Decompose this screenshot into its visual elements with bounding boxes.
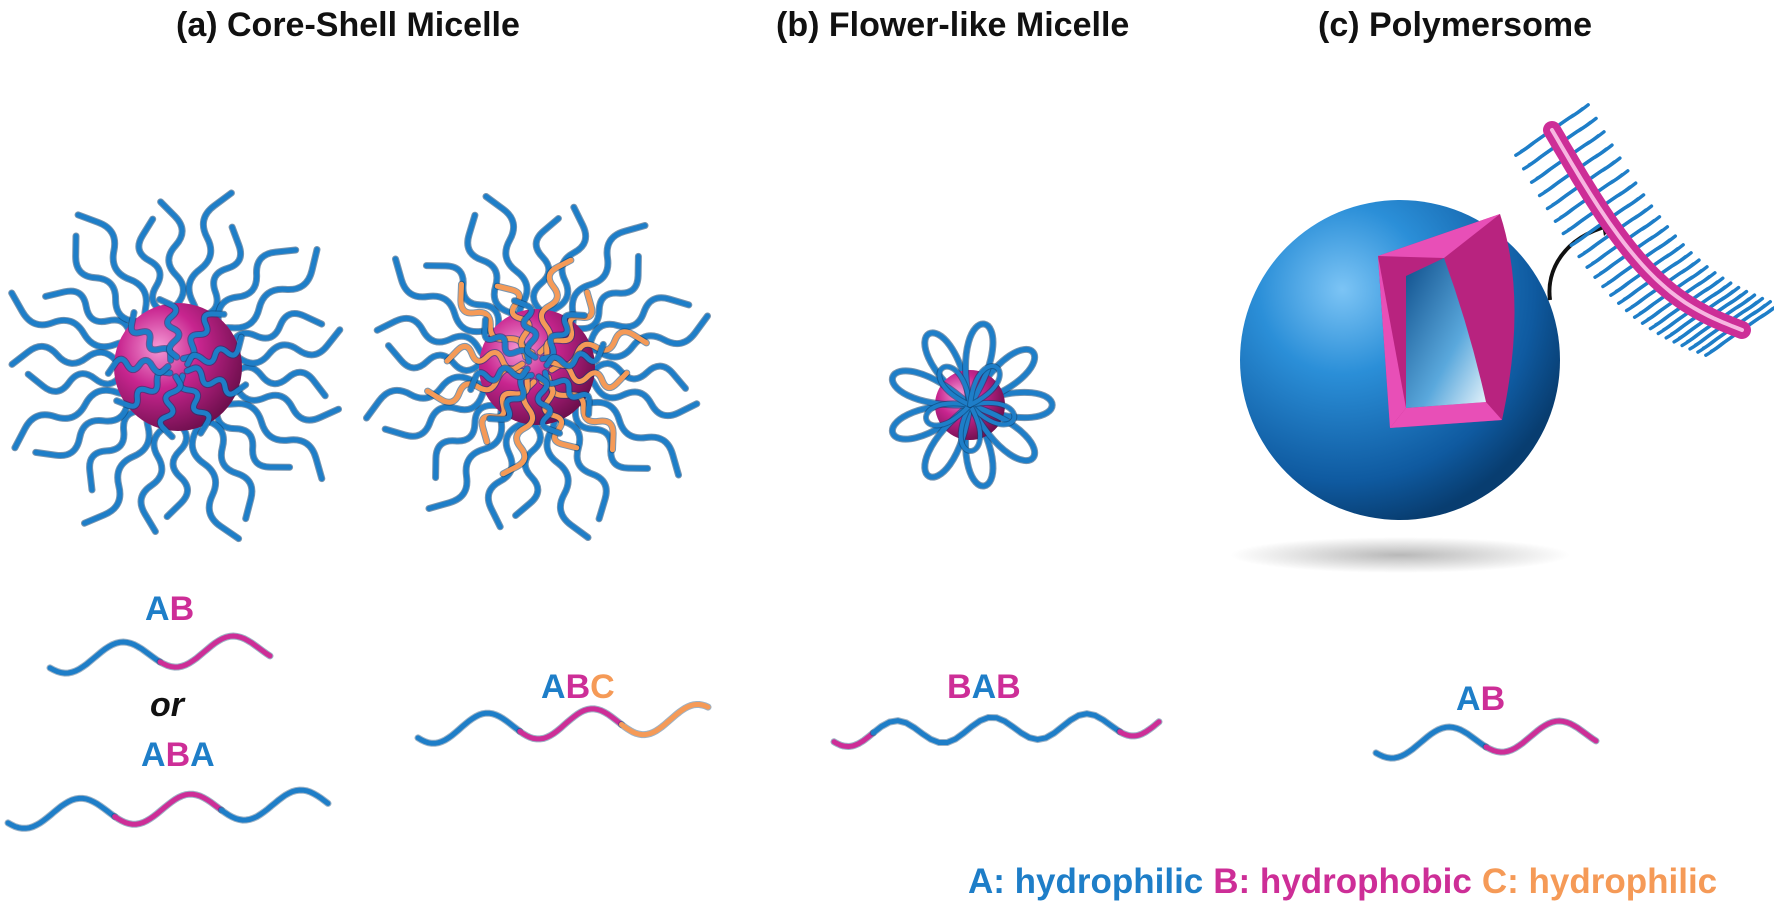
legend-item-a: A: hydrophilic	[968, 862, 1204, 901]
bilayer-hydrophilic-chain	[1653, 251, 1693, 280]
chain-ab-right	[1372, 717, 1600, 762]
hydrophilic-c-chain	[444, 343, 525, 373]
bilayer-hydrophilic-chain	[1661, 258, 1701, 287]
block-b: B	[996, 668, 1021, 706]
bilayer-hydrophilic-chain	[1621, 215, 1662, 244]
label-ab-right: AB	[1456, 680, 1505, 719]
label-ab-left: AB	[145, 590, 194, 629]
block-b-segment	[1117, 719, 1162, 739]
bilayer-hydrophilic-chain	[1550, 103, 1590, 132]
block-b: B	[947, 668, 972, 706]
block-a: A	[145, 590, 170, 628]
bilayer-hydrophilic-chain	[1669, 265, 1709, 294]
block-b-segment	[157, 633, 273, 670]
hydrophilic-c-chain	[548, 329, 649, 368]
hydrophilic-corona-chain	[185, 334, 244, 367]
bilayer-hydrophobic-core	[1543, 121, 1751, 339]
legend-item-b: B: hydrophobic	[1213, 862, 1472, 901]
block-a-segment	[5, 795, 118, 831]
block-a: A	[1456, 680, 1481, 718]
label-aba: ABA	[141, 736, 215, 775]
block-a: A	[141, 736, 166, 774]
bilayer-hydrophilic-chain	[1605, 193, 1646, 222]
title-polymersome: (c) Polymersome	[1318, 6, 1592, 44]
bilayer-hydrophilic-chain	[1637, 234, 1677, 263]
bilayer-membrane-zoom	[1514, 103, 1774, 357]
block-a: A	[190, 736, 215, 774]
core-shell-micelle-ab	[8, 189, 344, 543]
label-abc: ABC	[541, 668, 615, 707]
hydrophilic-loop	[968, 401, 1017, 427]
hydrophobic-core	[479, 309, 595, 425]
block-b: B	[169, 590, 195, 628]
block-a-segment	[870, 711, 1123, 745]
core-shell-micelle-abc	[363, 193, 711, 541]
polymersome-vesicle	[1230, 103, 1774, 573]
bilayer-hydrophilic-chain	[1597, 181, 1638, 210]
hydrophilic-corona-chain	[157, 297, 182, 360]
chain-ab-left	[46, 632, 274, 677]
bilayer-hydrophilic-chain	[1558, 116, 1598, 146]
block-b-segment	[1483, 718, 1599, 755]
legend-item-c: C: hydrophilic	[1481, 862, 1718, 901]
flower-like-micelle	[889, 320, 1056, 490]
block-a: A	[971, 668, 997, 706]
bilayer-hydrophilic-chain	[1582, 156, 1622, 185]
vesicle-lumen	[1406, 258, 1486, 408]
bilayer-hydrophilic-chain	[1589, 169, 1630, 198]
chain-aba	[4, 786, 332, 832]
hydrophilic-corona-chain	[157, 374, 183, 440]
hydrophilic-corona-chain	[535, 374, 563, 436]
hydrophilic-loop	[968, 364, 1002, 407]
bilayer-hydrophilic-chain	[1629, 225, 1670, 254]
block-c-segment	[619, 702, 711, 738]
hydrophilic-corona-chain	[544, 341, 606, 369]
bilayer-hydrophilic-chain	[1566, 130, 1606, 159]
bilayer-hydrophilic-chain	[1645, 243, 1685, 272]
block-c: C	[590, 668, 615, 706]
hydrophilic-loop	[924, 401, 972, 428]
hydrophilic-loop	[967, 389, 1055, 421]
block-b-segment	[112, 791, 224, 827]
block-b: B	[165, 736, 191, 774]
hydrophilic-corona-chain	[511, 298, 539, 360]
hydrophilic-loop	[937, 364, 972, 407]
hydrophilic-corona-chain	[468, 365, 530, 393]
or-label: or	[150, 686, 184, 724]
bilayer-hydrophilic-chain	[1574, 143, 1614, 172]
chain-abc	[414, 701, 712, 747]
block-b-segment	[831, 730, 876, 750]
block-b: B	[565, 668, 591, 706]
bilayer-hydrophilic-chain	[1677, 271, 1717, 300]
block-a-segment	[1373, 724, 1489, 761]
hydrophilic-loop	[963, 402, 996, 489]
block-a-segment	[218, 787, 331, 823]
zoom-arrow	[1547, 224, 1609, 301]
hydrophilic-corona-chain	[105, 356, 171, 376]
block-a: A	[541, 668, 566, 706]
bilayer-hydrophilic-chain	[1613, 204, 1654, 233]
hydrophilic-corona-chain	[184, 365, 249, 397]
chain-bab	[830, 710, 1163, 751]
bilayer-hydrophilic-chain	[1740, 305, 1774, 332]
title-flower-like-micelle: (b) Flower-like Micelle	[776, 6, 1130, 44]
hydrophilic-loop	[967, 346, 1037, 408]
hydrophilic-loop	[967, 402, 1037, 464]
label-bab: BAB	[947, 668, 1021, 707]
block-b: B	[1480, 680, 1506, 718]
hydrophilic-loop	[958, 403, 983, 453]
block-a-segment	[47, 639, 163, 676]
block-b-segment	[517, 706, 624, 742]
block-a-segment	[415, 710, 523, 746]
title-core-shell-micelle: (a) Core-Shell Micelle	[176, 6, 520, 44]
